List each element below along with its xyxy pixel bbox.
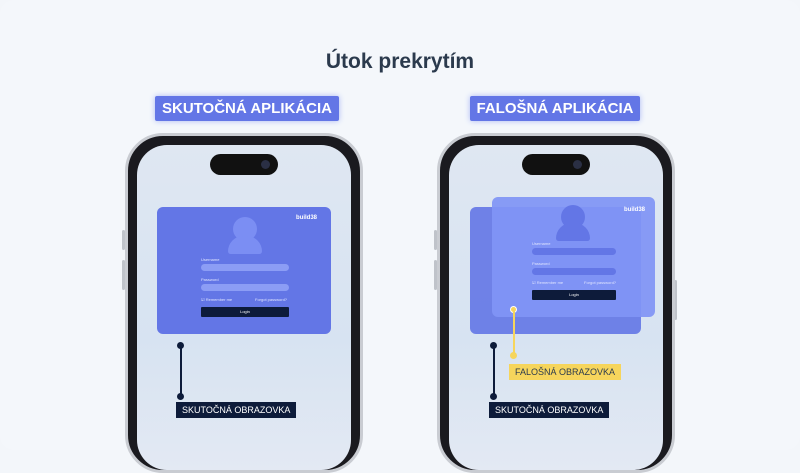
phone-side-button: [434, 260, 437, 290]
connector-line: [513, 310, 515, 355]
password-label: Password: [201, 277, 219, 282]
remember-checkbox[interactable]: ☑ Remember me: [201, 297, 233, 302]
real-app-tag: SKUTOČNÁ APLIKÁCIA: [155, 96, 339, 121]
forgot-password-link[interactable]: Forgot password?: [584, 280, 617, 285]
connector-line: [180, 345, 182, 397]
phone-side-button: [434, 230, 437, 250]
fake-overlay-screen: build38 Username Password ☑ Remember me …: [492, 197, 655, 317]
connector-dot: [490, 393, 497, 400]
remember-label: Remember me: [205, 297, 233, 302]
remember-label: Remember me: [536, 280, 564, 285]
username-input[interactable]: [201, 264, 289, 271]
password-input[interactable]: [532, 268, 616, 275]
page-title: Útok prekrytím: [325, 50, 475, 73]
camera-icon: [261, 160, 270, 169]
fake-screen-label: FALOŠNÁ OBRAZOVKA: [509, 364, 622, 380]
dynamic-island: [522, 154, 590, 175]
forgot-password-link[interactable]: Forgot password?: [255, 297, 288, 302]
connector-dot: [510, 352, 517, 359]
password-input[interactable]: [201, 284, 289, 291]
dynamic-island: [210, 154, 278, 175]
phone-side-button: [122, 260, 125, 290]
fake-app-tag: FALOŠNÁ APLIKÁCIA: [470, 96, 640, 121]
real-login-screen: build38 Username Password ☑ Remember me …: [157, 207, 331, 334]
phone-side-button: [674, 280, 677, 320]
remember-checkbox[interactable]: ☑ Remember me: [532, 280, 564, 285]
username-input[interactable]: [532, 248, 616, 255]
username-label: Username: [201, 257, 220, 262]
real-screen-label: SKUTOČNÁ OBRAZOVKA: [489, 402, 610, 418]
login-button[interactable]: Login: [532, 290, 616, 300]
connector-line: [493, 345, 495, 397]
build38-logo: build38: [623, 207, 645, 213]
connector-dot: [177, 393, 184, 400]
camera-icon: [573, 160, 582, 169]
login-button[interactable]: Login: [201, 307, 289, 317]
phone-side-button: [122, 230, 125, 250]
password-label: Password: [532, 261, 550, 266]
user-avatar-icon: [556, 223, 590, 241]
build38-logo: build38: [295, 215, 317, 221]
user-avatar-icon: [228, 236, 262, 254]
username-label: Username: [532, 241, 551, 246]
real-screen-label: SKUTOČNÁ OBRAZOVKA: [176, 402, 297, 418]
